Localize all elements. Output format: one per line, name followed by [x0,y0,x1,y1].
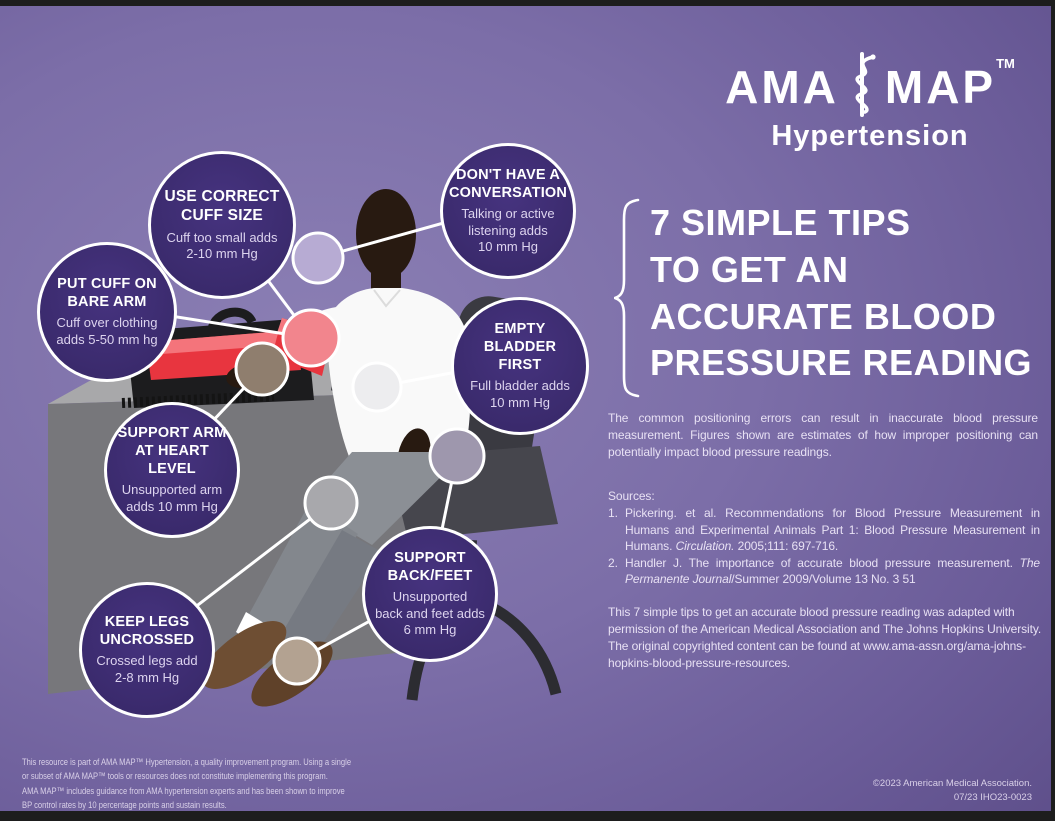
tip-body: Talking or active listening adds 10 mm H… [461,206,555,254]
tip-title: SUPPORT ARM AT HEART LEVEL [117,425,227,477]
copyright-line: ©2023 American Medical Association. [872,778,1032,789]
source-text: Pickering. et al. Recommendations for Bl… [625,505,1040,555]
patient-head [356,189,416,279]
tip-empty-bladder-first: EMPTY BLADDER FIRST Full bladder adds 10… [451,297,589,435]
tip-title: DON'T HAVE A CONVERSATION [448,166,568,201]
source-number: 2. [608,555,618,570]
document-code: 07/23 IHO23-0023 [953,792,1032,804]
intro-paragraph: The common positioning errors can result… [608,411,1038,460]
tip-title: EMPTY BLADDER FIRST [483,321,557,373]
tip-use-correct-cuff-size: USE CORRECT CUFF SIZE Cuff too small add… [148,151,296,299]
page-edge-right [1051,0,1055,821]
tip-body: Unsupported arm adds 10 mm Hg [121,482,223,514]
tip-body: Crossed legs add 2-8 mm Hg [96,653,198,685]
source-text-pre: Handler J. The importance of accurate bl… [625,555,1020,570]
tip-title: SUPPORT BACK/FEET [387,549,473,584]
tip-title: USE CORRECT CUFF SIZE [164,187,280,224]
point-markers [234,231,486,686]
tip-support-back-feet: SUPPORT BACK/FEET Unsupported back and f… [362,526,498,662]
title-brace [614,198,640,398]
tip-put-cuff-on-bare-arm: PUT CUFF ON BARE ARM Cuff over clothing … [37,242,177,382]
logo-trademark: TM [996,56,1015,71]
marker-knee [303,475,359,531]
source-journal: Circulation. [675,539,735,554]
logo-ama-text: AMA [725,61,839,113]
ama-map-logo: AMA MAP TM Hypertension [660,52,1055,153]
tip-body: Cuff over clothing adds 5-50 mm hg [56,315,158,347]
sources-label: Sources: [608,489,655,503]
source-number: 1. [608,506,618,520]
source-item: 2. Handler J. The importance of accurate… [608,555,1040,588]
sources-list: 1. Pickering. et al. Recommendations for… [608,505,1040,588]
tip-dont-have-a-conversation: DON'T HAVE A CONVERSATION Talking or act… [440,143,576,279]
source-text: Handler J. The importance of accurate bl… [625,555,1040,588]
tip-title: KEEP LEGS UNCROSSED [99,614,195,648]
footer-disclaimer: This resource is part of AMA MAP™ Hypert… [22,757,352,811]
page-background: USE CORRECT CUFF SIZE Cuff too small add… [0,6,1051,811]
patient-shoe [201,621,287,689]
source-text-post: /Summer 2009/Volume 13 No. 3 51 [731,572,916,587]
coiled-tube [121,391,275,408]
marker-wrist [234,341,290,397]
marker-cuff [281,308,341,368]
tip-keep-legs-uncrossed: KEEP LEGS UNCROSSED Crossed legs add 2-8… [79,582,215,718]
tip-body: Full bladder adds 10 mm Hg [470,378,570,410]
tip-title: PUT CUFF ON BARE ARM [57,276,157,310]
caduceus-icon [855,52,876,117]
tip-body: Unsupported back and feet adds 6 mm Hg [375,589,485,637]
source-item: 1. Pickering. et al. Recommendations for… [608,505,1040,555]
logo-map-text: MAP [884,61,997,113]
page-edge-top [0,0,1055,6]
marker-mouth [291,231,345,285]
page-title: 7 SIMPLE TIPS TO GET AN ACCURATE BLOOD P… [650,202,1033,384]
page-edge-bottom [0,811,1055,821]
monitor-handle [207,307,257,332]
source-text-post: 2005;111: 697-716. [734,539,839,554]
footer-copyright-block: ©2023 American Medical Association. 07/2… [800,777,1032,806]
marker-feet [272,636,322,686]
marker-bladder [351,361,403,413]
logo-hypertension: Hypertension [771,120,969,152]
source-journal: The Permanente Journal [625,555,1040,587]
tip-support-arm-at-heart-level: SUPPORT ARM AT HEART LEVEL Unsupported a… [104,402,240,538]
marker-back [428,427,486,485]
tip-body: Cuff too small adds 2-10 mm Hg [166,229,278,261]
adaptation-paragraph: This 7 simple tips to get an accurate bl… [608,605,1042,671]
source-text-pre: Pickering. et al. Recommendations for Bl… [625,506,1040,554]
